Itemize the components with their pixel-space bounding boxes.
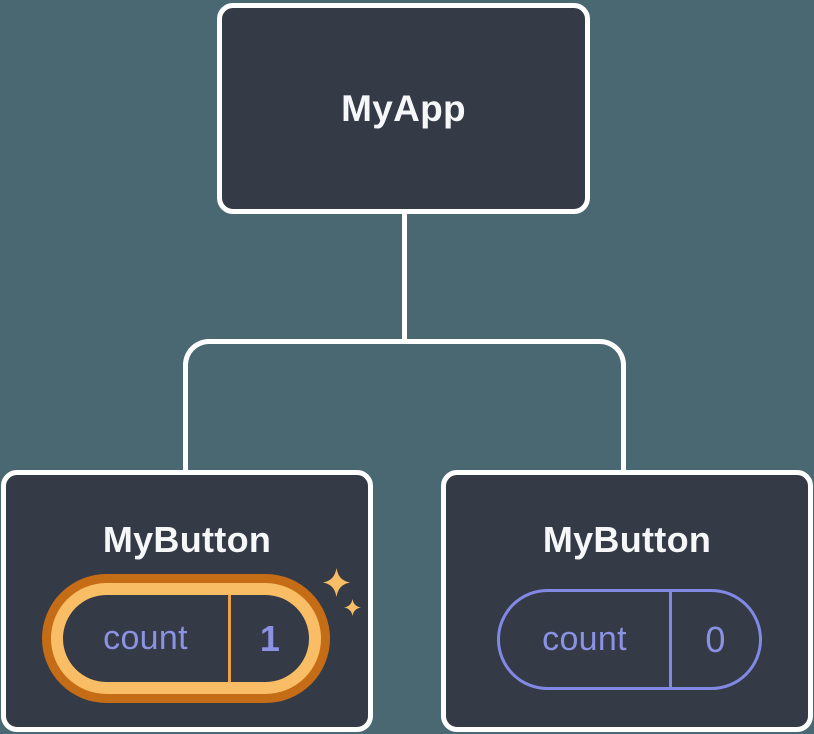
connector-root-stem: [402, 213, 407, 341]
state-pill-body: count 1: [63, 595, 309, 682]
state-value: 1: [259, 617, 281, 659]
component-node-mybutton-2: MyButton count 0: [441, 470, 813, 732]
component-node-myapp: MyApp: [217, 3, 590, 214]
state-key-label: count: [542, 620, 627, 658]
state-pill-glow-ring: count 1: [51, 583, 321, 694]
state-pill: count 0: [497, 589, 762, 690]
state-value: 0: [705, 618, 726, 660]
node-label-myapp: MyApp: [341, 87, 466, 129]
sparkle-icon: [344, 599, 361, 616]
component-node-mybutton-1: MyButton count 1: [1, 470, 373, 732]
pill-divider: [228, 595, 231, 682]
state-pill-highlighted: count 1: [42, 574, 330, 703]
pill-divider: [669, 592, 672, 687]
node-label-mybutton-2: MyButton: [542, 519, 712, 560]
sparkle-icon: [323, 568, 350, 597]
state-key-label: count: [103, 619, 188, 657]
node-label-mybutton-1: MyButton: [102, 519, 272, 560]
connector-branch-bracket: [183, 339, 626, 470]
